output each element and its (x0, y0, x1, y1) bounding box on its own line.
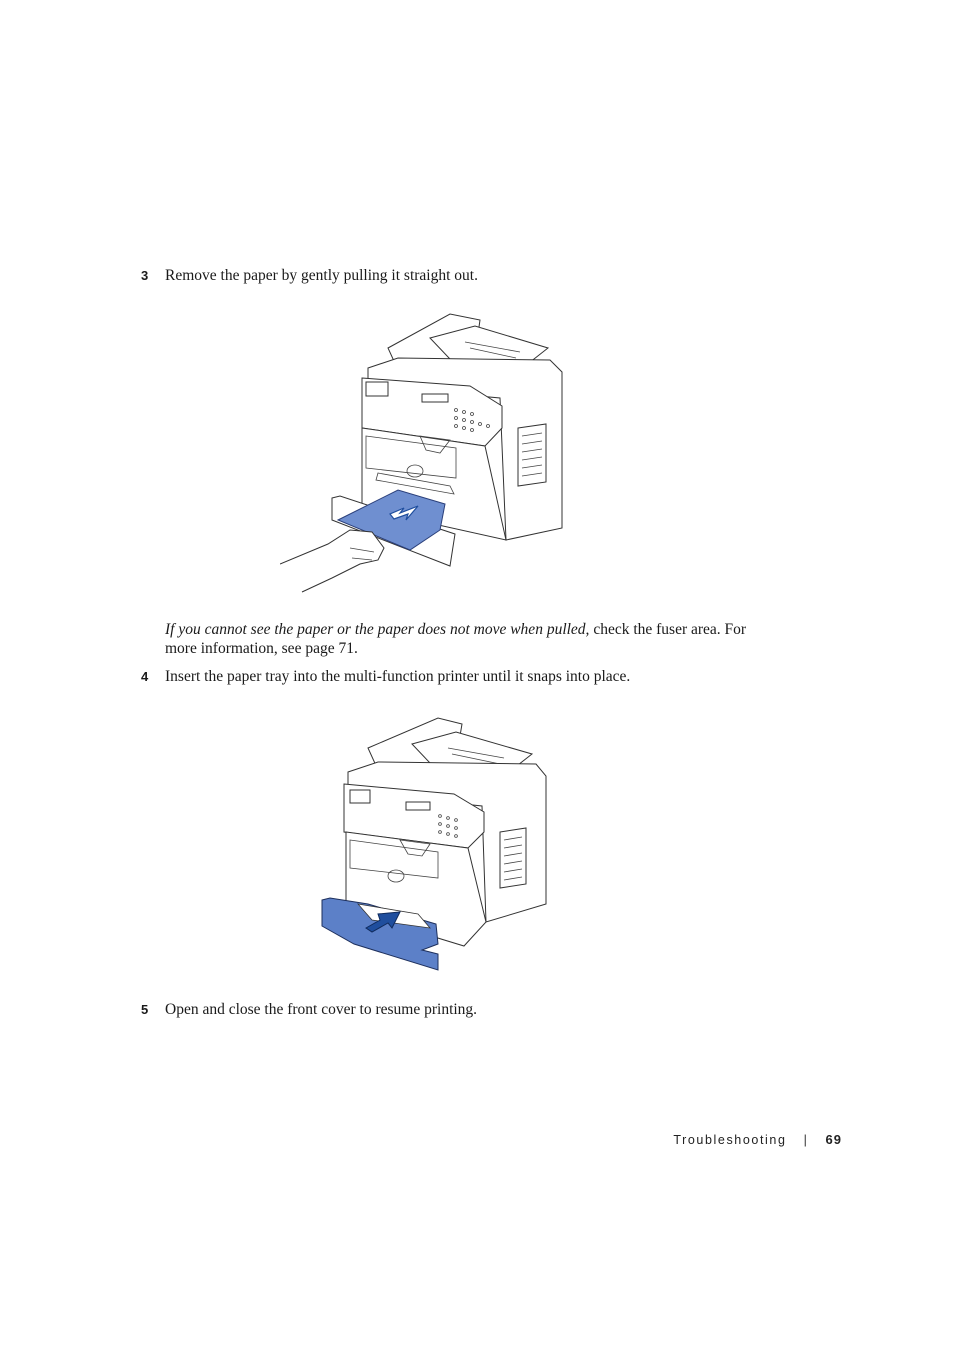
display-icon (349, 789, 371, 804)
note-paragraph: If you cannot see the paper or the paper… (165, 620, 765, 658)
note-italic: If you cannot see the paper or the paper… (165, 621, 590, 638)
step-number: 3 (141, 268, 149, 283)
page-footer: Troubleshooting | 69 (673, 1132, 842, 1147)
lcd-icon (421, 393, 449, 403)
hand-icon (280, 529, 385, 593)
footer-section: Troubleshooting (673, 1133, 787, 1147)
footer-separator: | (803, 1133, 809, 1147)
lcd-icon (405, 801, 431, 811)
step-text: Remove the paper by gently pulling it st… (165, 267, 478, 284)
keypad-icon (454, 408, 490, 432)
printer-paper-removal-illustration (280, 313, 563, 593)
pull-arrow-icon (389, 505, 419, 521)
jammed-paper (336, 489, 446, 551)
paper-tray (321, 897, 439, 971)
printer-tray-insert-illustration (321, 717, 547, 971)
insert-arrow-icon (365, 911, 401, 933)
display-icon (365, 381, 389, 397)
step-text: Open and close the front cover to resume… (165, 1001, 478, 1018)
step-number: 4 (141, 669, 149, 684)
page-number: 69 (825, 1132, 842, 1147)
step-number: 5 (141, 1002, 149, 1017)
keypad-icon (438, 814, 458, 838)
note-text: check the fuser area. For more informati… (165, 621, 747, 657)
step-text: Insert the paper tray into the multi-fun… (165, 668, 631, 685)
